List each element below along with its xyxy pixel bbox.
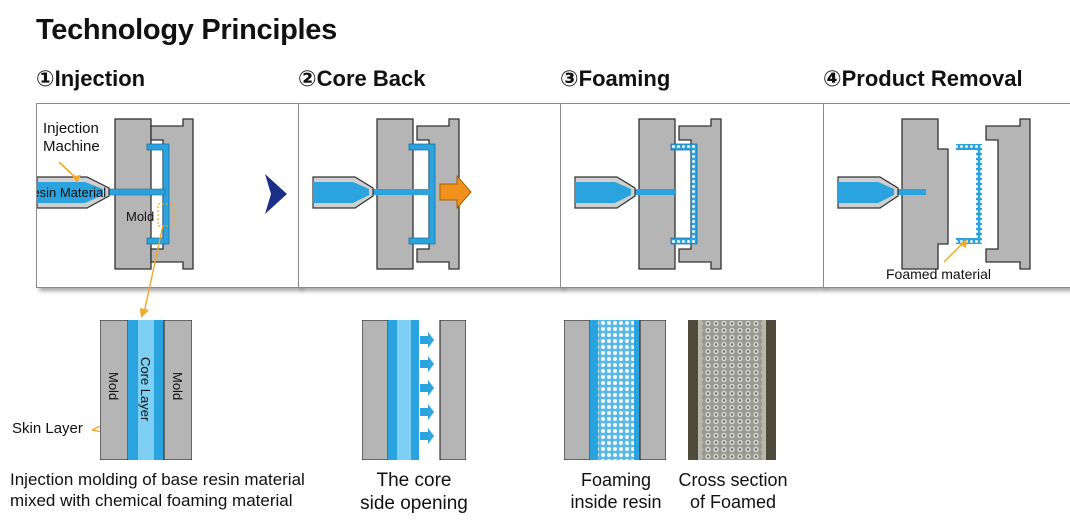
caption-foaming: Foaming inside resin: [556, 469, 676, 513]
resin-nozzle: [313, 182, 369, 203]
caption-foaming-line2: inside resin: [570, 492, 662, 512]
skin-layer-left: [128, 320, 138, 460]
resin-runner: [361, 189, 433, 195]
opening-arrows: [420, 332, 434, 444]
core-layer: [138, 320, 154, 460]
foamed-resin: [670, 143, 698, 245]
panel-core-back: [298, 103, 562, 288]
detail-mold-right-block: [639, 320, 666, 460]
detail-foaming: [564, 320, 666, 460]
resin-nozzle: [575, 182, 631, 203]
detail-core-opening: [362, 320, 466, 460]
step-title-core-back: ②Core Back: [298, 66, 426, 91]
skin-layer-left: [590, 320, 598, 460]
label-mold: Mold: [126, 209, 154, 224]
foamed-product: [956, 144, 982, 244]
caption-injection: Injection molding of base resin material…: [10, 469, 310, 511]
moving-mold: [985, 118, 1031, 270]
label-resin-material: Resin Material: [37, 185, 106, 200]
label-injection-machine-1: Injection: [43, 120, 99, 137]
detail-callout-box: [157, 203, 175, 227]
resin-runner: [886, 189, 926, 195]
skin-layer-left: [388, 320, 397, 460]
resin-pointer-head: [72, 175, 81, 183]
foamed-pointer: [943, 241, 965, 263]
panel-product-removal: Foamed material: [823, 103, 1070, 288]
cross-section-photo: [688, 320, 776, 460]
caption-injection-line2: mixed with chemical foaming material: [10, 491, 293, 510]
detail-mold-right-block: [163, 320, 192, 460]
skin-layer-right: [634, 320, 640, 460]
skin-layer-right: [411, 320, 419, 460]
caption-cross-line2: of Foamed: [689, 492, 777, 512]
step-title-product-removal: ④Product Removal: [823, 66, 1023, 91]
panel-injection: Injection Machine Resin Material Mold: [36, 103, 300, 288]
resin-nozzle: [37, 182, 103, 203]
label-injection-machine-2: Machine: [43, 138, 100, 155]
moving-mold: [416, 118, 460, 270]
panel-foaming: [560, 103, 824, 288]
caption-core-back: The core side opening: [344, 469, 484, 515]
resin-cavity: [146, 143, 170, 245]
detail-mold-left-block: [362, 320, 389, 460]
label-skin-layer: Skin Layer: [12, 420, 83, 437]
step-title-foaming: ③Foaming: [560, 66, 671, 91]
core-back-arrow: [439, 174, 472, 210]
resin-nozzle: [838, 182, 894, 203]
caption-core-back-line2: side opening: [360, 493, 468, 514]
detail-mold-left-block: [564, 320, 591, 460]
detail-label-mold-right: Mold: [170, 372, 185, 400]
detail-mold-right-block: [439, 320, 466, 460]
detail-layers: Mold Core Layer Mold: [100, 320, 192, 460]
step-title-injection: ①Injection: [36, 66, 146, 91]
caption-cross-line1: Cross section: [678, 470, 788, 490]
moving-mold: [150, 118, 194, 270]
caption-core-back-line1: The core: [376, 470, 452, 491]
label-foamed-material: Foamed material: [886, 266, 991, 282]
core-layer: [397, 320, 411, 460]
caption-injection-line1: Injection molding of base resin material: [10, 470, 305, 489]
resin-runner: [623, 189, 675, 195]
moving-mold: [678, 118, 722, 270]
foamed-pointer-head: [959, 239, 967, 248]
detail-label-mold-left: Mold: [106, 372, 121, 400]
caption-cross-section: Cross section of Foamed: [670, 469, 796, 513]
page-title: Technology Principles: [36, 14, 337, 46]
caption-foaming-line1: Foaming: [580, 470, 652, 490]
skin-layer-right: [154, 320, 164, 460]
detail-label-core-layer: Core Layer: [138, 357, 153, 422]
foamed-core: [598, 320, 634, 460]
step-arrow-1: [265, 174, 287, 214]
